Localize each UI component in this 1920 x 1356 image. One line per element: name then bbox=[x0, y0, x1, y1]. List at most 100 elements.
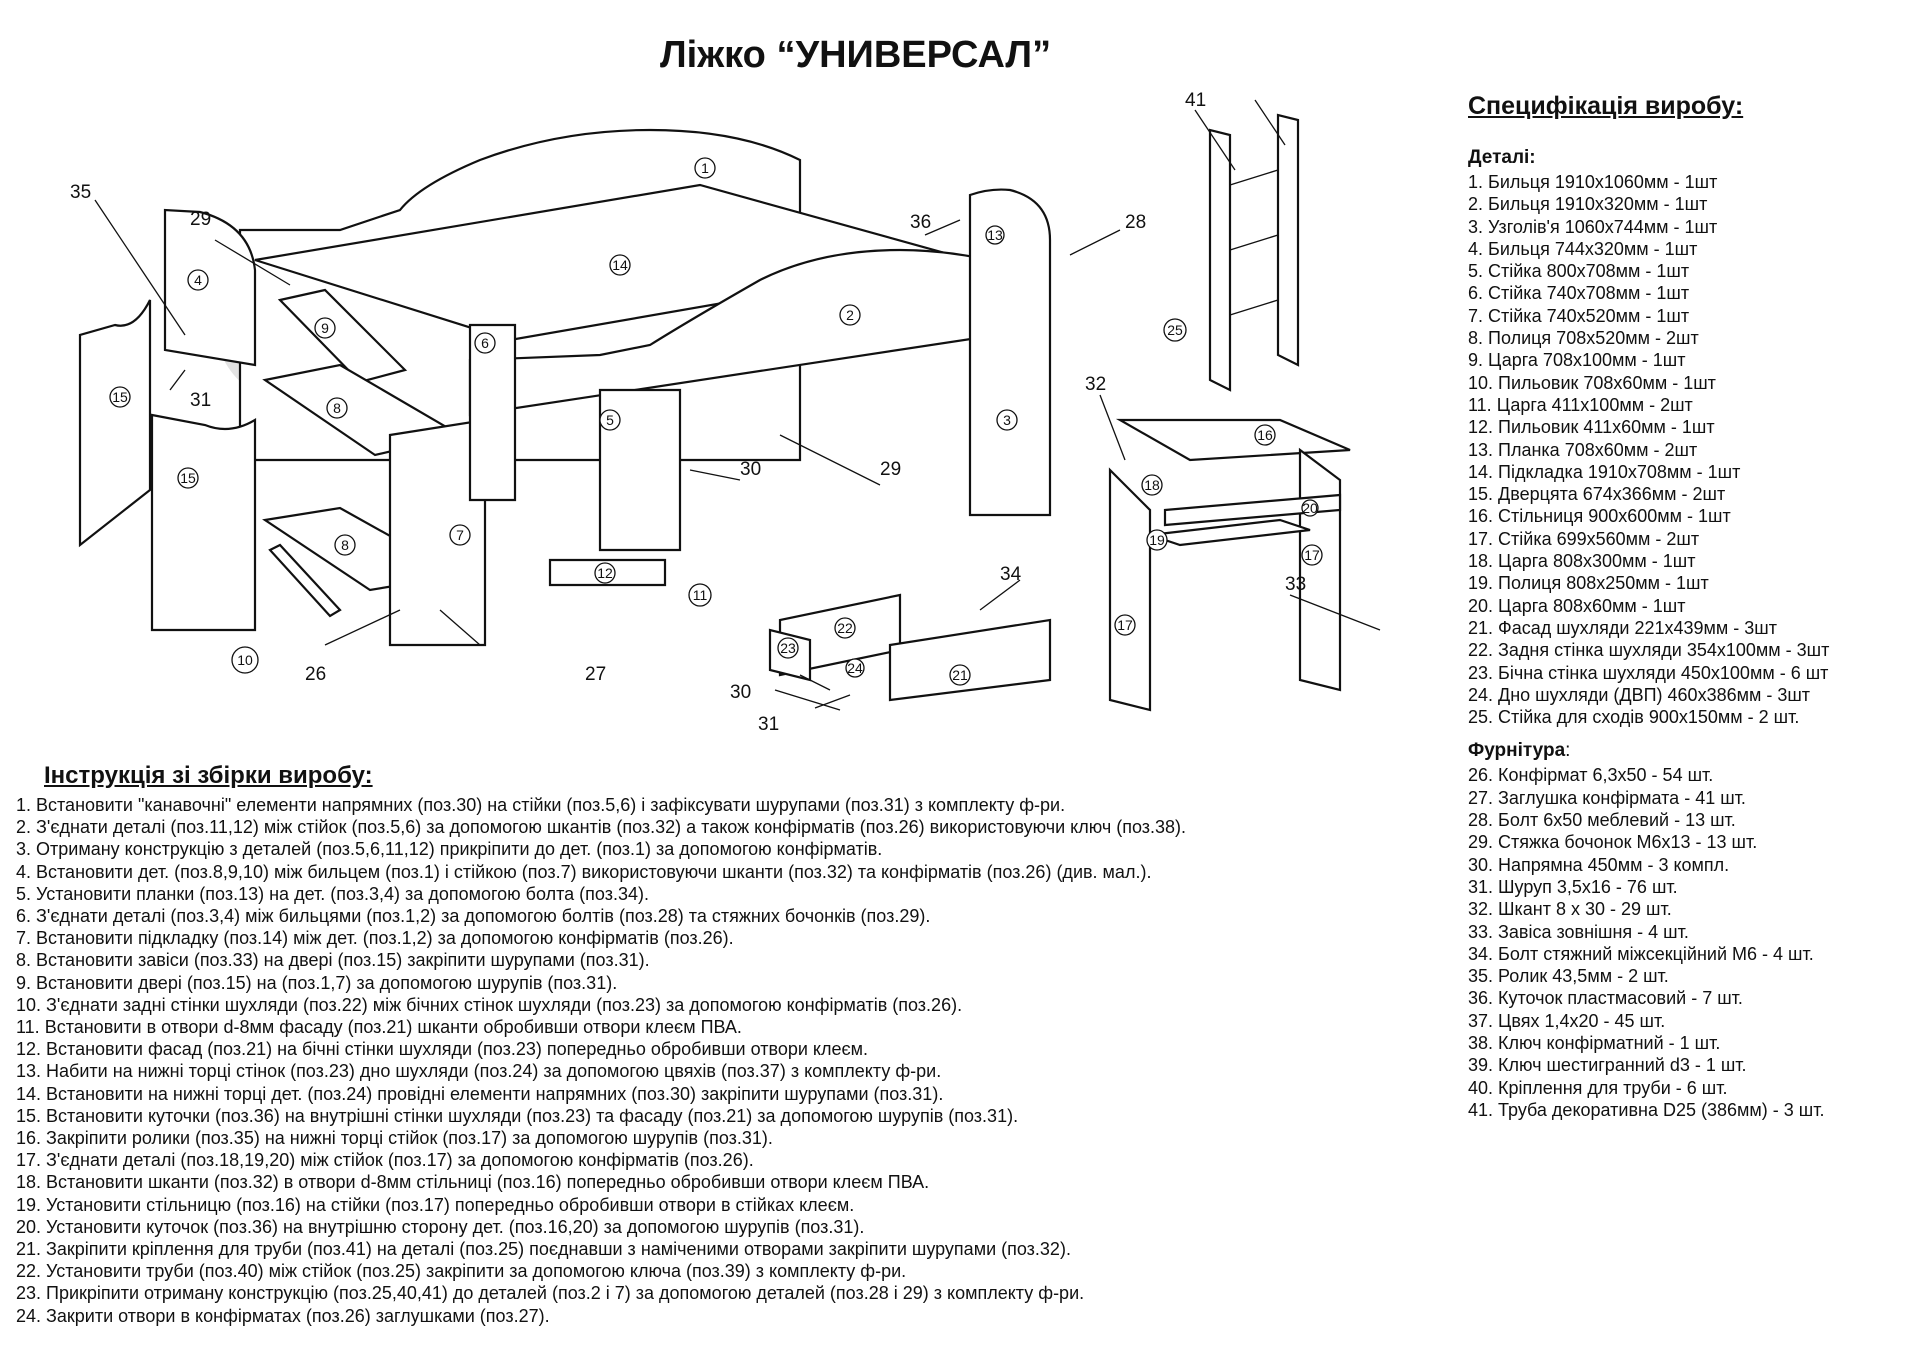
instruction-step: 11. Встановити в отвори d-8мм фасаду (по… bbox=[16, 1017, 742, 1038]
part-item: 22. Задня стінка шухляди 354х100мм - 3шт bbox=[1468, 640, 1830, 661]
leader-32 bbox=[1099, 394, 1126, 461]
part-9-shelf bbox=[277, 288, 408, 384]
hardware-item: 37. Цвях 1,4х20 - 45 шт. bbox=[1468, 1010, 1666, 1031]
part-item: 11. Царга 411х100мм - 2шт bbox=[1468, 394, 1693, 415]
part-item: 24. Дно шухляди (ДВП) 460х386мм - 3шт bbox=[1468, 684, 1811, 705]
part-item: 8. Полиця 708х520мм - 2шт bbox=[1468, 328, 1699, 349]
tag-22: 22 bbox=[834, 617, 856, 639]
callout-27: 27 bbox=[585, 664, 606, 685]
callout-33: 35 bbox=[70, 182, 91, 203]
part-17-desk-leg-right bbox=[1298, 447, 1342, 692]
instruction-step: 14. Встановити на нижні торці дет. (поз.… bbox=[16, 1083, 944, 1104]
tag-14: 14 bbox=[609, 254, 631, 276]
tag-15-right: 15 bbox=[177, 467, 199, 489]
page-title: Ліжко “УНИВЕРСАЛ” bbox=[660, 34, 1052, 76]
leader-29-mid bbox=[779, 434, 881, 486]
svg-text:19: 19 bbox=[1149, 532, 1165, 548]
leader-31-left bbox=[169, 369, 186, 391]
part-item: 17. Стійка 699х560мм - 2шт bbox=[1468, 528, 1700, 549]
hardware-item: 35. Ролик 43,5мм - 2 шт. bbox=[1468, 966, 1669, 987]
tag-16: 16 bbox=[1254, 424, 1276, 446]
part-15-door-left bbox=[78, 299, 152, 548]
hardware-item: 36. Куточок пластмасовий - 7 шт. bbox=[1468, 988, 1743, 1009]
part-item: 10. Пильовик 708х60мм - 1шт bbox=[1468, 372, 1716, 393]
svg-text:22: 22 bbox=[837, 620, 853, 636]
assembly-drawing: 29 35 31 36 28 41 40 32 30 29 26 27 34 3… bbox=[70, 74, 1606, 1111]
svg-text:4: 4 bbox=[194, 272, 202, 288]
svg-text:15: 15 bbox=[180, 470, 196, 486]
tag-17-right: 17 bbox=[1301, 544, 1323, 566]
tag-9: 9 bbox=[314, 317, 336, 339]
part-item: 23. Бічна стінка шухляди 450х100мм - 6 ш… bbox=[1468, 662, 1829, 683]
hardware-item: 40. Кріплення для труби - 6 шт. bbox=[1468, 1077, 1728, 1098]
svg-text:12: 12 bbox=[597, 565, 613, 581]
part-item: 14. Підкладка 1910х708мм - 1шт bbox=[1468, 461, 1741, 482]
tag-19: 19 bbox=[1146, 529, 1168, 551]
part-4-end bbox=[163, 208, 257, 367]
part-3-headboard bbox=[968, 188, 1052, 517]
svg-text:8: 8 bbox=[333, 400, 341, 416]
leader-30-mid bbox=[689, 469, 741, 481]
callout-35: 33 bbox=[1285, 574, 1306, 595]
tag-20: 20 bbox=[1301, 499, 1319, 517]
part-item: 20. Царга 808х60мм - 1шт bbox=[1468, 595, 1686, 616]
leader-26 bbox=[324, 609, 401, 646]
svg-text:17: 17 bbox=[1117, 617, 1133, 633]
hardware-item: 39. Ключ шестигранний d3 - 1 шт. bbox=[1468, 1055, 1747, 1076]
svg-text:11: 11 bbox=[693, 587, 708, 603]
part-item: 21. Фасад шухляди 221х439мм - 3шт bbox=[1468, 617, 1777, 638]
tag-11: 11 bbox=[688, 583, 712, 607]
leader-35 bbox=[1289, 594, 1381, 631]
instructions-heading: Інструкція зі збірки виробу: bbox=[44, 762, 373, 789]
svg-text:6: 6 bbox=[481, 335, 489, 351]
parts-list: 1. Бильця 1910х1060мм - 1шт 2. Бильця 19… bbox=[1468, 171, 1908, 728]
leader-40 bbox=[1254, 99, 1286, 146]
tag-24: 24 bbox=[845, 658, 865, 678]
hardware-item: 32. Шкант 8 х 30 - 29 шт. bbox=[1468, 899, 1672, 920]
part-30-runner bbox=[774, 689, 841, 711]
tag-7: 7 bbox=[449, 524, 471, 546]
tag-23: 23 bbox=[777, 637, 799, 659]
instructions-panel: Інструкція зі збірки виробу: 1. Встанови… bbox=[16, 762, 1416, 1327]
part-item: 13. Планка 708х60мм - 2шт bbox=[1468, 439, 1698, 460]
instruction-step: 4. Встановити дет. (поз.8,9,10) між биль… bbox=[16, 861, 1152, 882]
leader-33 bbox=[94, 199, 186, 336]
instruction-step: 3. Отриману конструкцію з деталей (поз.5… bbox=[16, 839, 883, 860]
callout-28: 28 bbox=[1125, 212, 1146, 233]
leader-36 bbox=[979, 579, 1021, 611]
callout-36: 34 bbox=[1000, 564, 1022, 585]
instruction-step: 17. З'єднати деталі (поз.18,19,20) між с… bbox=[16, 1150, 754, 1171]
callout-41: 41 bbox=[1185, 90, 1206, 111]
specification-heading: Специфікація виробу: bbox=[1468, 92, 1744, 120]
svg-text:25: 25 bbox=[1167, 322, 1183, 338]
instruction-step: 22. Установити труби (поз.40) між стійок… bbox=[16, 1261, 907, 1282]
callout-40: 40 bbox=[1250, 90, 1271, 95]
part-41-pipe-bottom bbox=[1229, 299, 1279, 316]
part-25-ladder-post-right bbox=[1276, 113, 1300, 367]
part-20-desk-rail bbox=[1163, 493, 1342, 527]
part-item: 18. Царга 808х300мм - 1шт bbox=[1468, 551, 1696, 572]
part-item: 5. Стійка 800х708мм - 1шт bbox=[1468, 261, 1690, 282]
part-7-panel bbox=[388, 418, 487, 647]
hardware-heading-text: Фурнітура bbox=[1468, 740, 1566, 762]
tag-25: 25 bbox=[1163, 318, 1187, 342]
instruction-step: 15. Встановити куточки (поз.36) на внутр… bbox=[16, 1105, 1019, 1126]
leader-29-top bbox=[214, 239, 291, 286]
tag-18: 18 bbox=[1141, 474, 1163, 496]
callout-30-low: 30 bbox=[730, 682, 751, 703]
svg-text:7: 7 bbox=[456, 527, 464, 543]
svg-text:21: 21 bbox=[952, 667, 968, 683]
instruction-step: 9. Встановити двері (поз.15) на (поз.1,7… bbox=[16, 972, 618, 993]
hardware-heading: Фурнітура: bbox=[1468, 740, 1908, 762]
instruction-step: 1. Встановити "канавочні" елементи напря… bbox=[16, 795, 1066, 815]
hardware-item: 38. Ключ конфірматний - 1 шт. bbox=[1468, 1032, 1721, 1053]
part-16-desktop bbox=[1115, 418, 1351, 462]
callout-31-left: 31 bbox=[190, 390, 211, 411]
svg-text:2: 2 bbox=[846, 307, 854, 323]
callout-32: 32 bbox=[1085, 374, 1106, 395]
part-item: 1. Бильця 1910х1060мм - 1шт bbox=[1468, 172, 1718, 192]
parts-heading: Деталі: bbox=[1468, 147, 1536, 168]
part-item: 25. Стійка для сходів 900х150мм - 2 шт. bbox=[1468, 707, 1800, 728]
leader-30-low bbox=[799, 674, 831, 691]
